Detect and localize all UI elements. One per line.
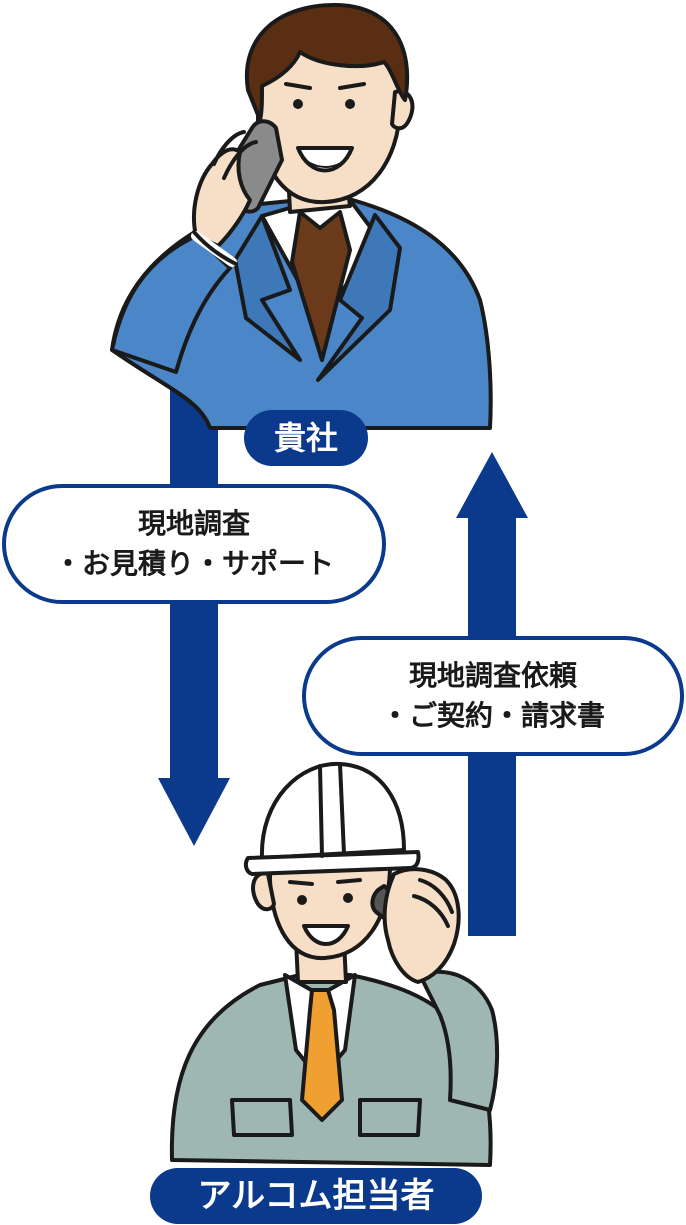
worker-with-helmet-on-phone-icon — [169, 761, 500, 1167]
client-label-badge: 貴社 — [244, 410, 368, 466]
flow-label-to-client: 現地調査 ・お見積り・サポート — [2, 484, 386, 604]
flow-to-client-line2: ・お見積り・サポート — [53, 547, 334, 580]
arrow-down-icon — [158, 380, 230, 846]
flow-label-to-staff: 現地調査依頼 ・ご契約・請求書 — [302, 636, 684, 756]
staff-label-badge: アルコム担当者 — [150, 1168, 482, 1224]
flow-to-client-line1: 現地調査 — [137, 507, 250, 540]
businessman-on-phone-icon — [110, 3, 493, 430]
flow-to-staff-line2: ・ご契約・請求書 — [380, 699, 605, 732]
flow-to-staff-line1: 現地調査依頼 — [408, 659, 577, 692]
